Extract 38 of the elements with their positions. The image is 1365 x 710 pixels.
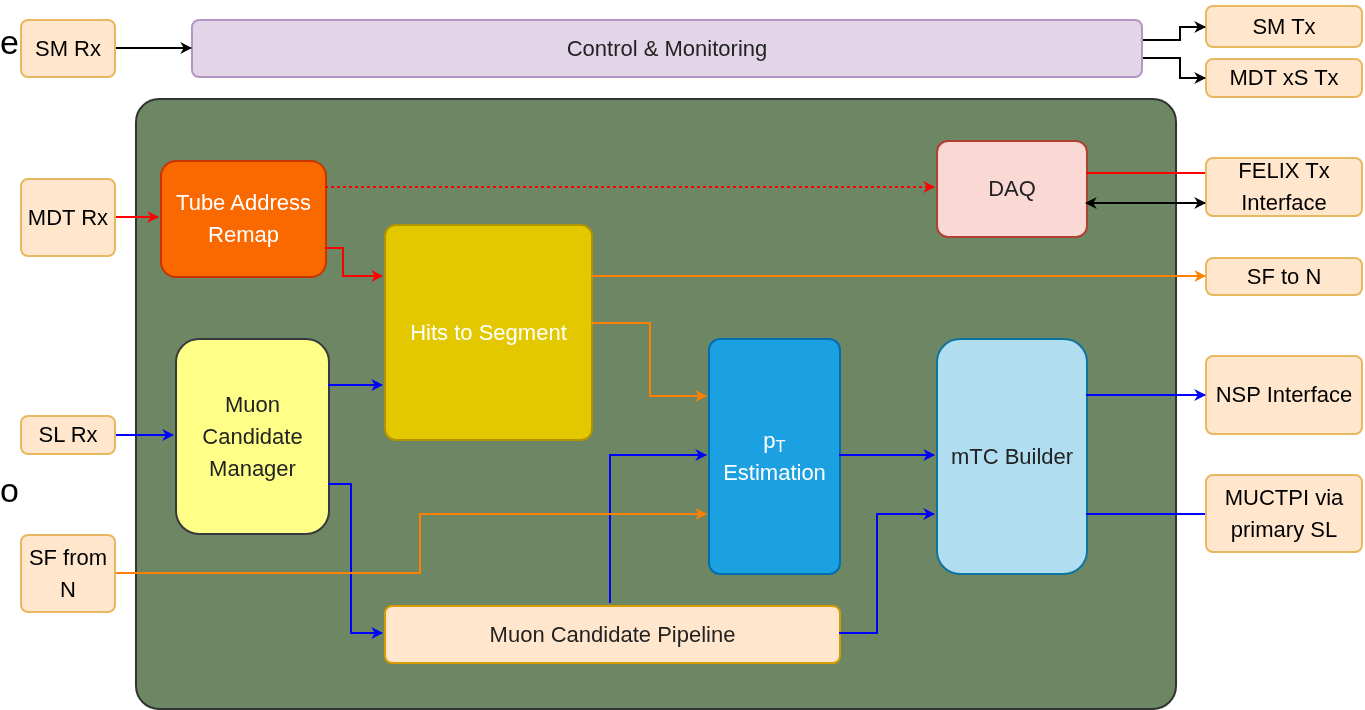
io-box: SF from N: [20, 534, 116, 613]
arrow: [115, 508, 708, 574]
process-box: mTC Builder: [936, 338, 1088, 575]
process-box: p$_{T}$ Estimation: [708, 338, 841, 575]
text-fragment: e: [0, 22, 19, 62]
arrow: [590, 322, 708, 402]
io-box: FELIX Tx Interface: [1205, 157, 1363, 217]
arrow: [590, 270, 1207, 282]
io-box: SL Rx: [20, 415, 116, 455]
text-fragment: o: [0, 470, 19, 510]
arrow: [115, 211, 160, 223]
arrow: [609, 449, 708, 604]
arrow: [1085, 389, 1207, 401]
arrow: [115, 42, 193, 54]
module-panel: [135, 98, 1177, 710]
arrow: [838, 449, 936, 461]
io-box: SM Tx: [1205, 5, 1363, 48]
io-box: MDT xS Tx: [1205, 58, 1363, 98]
arrow: [327, 379, 384, 391]
arrow: [115, 429, 175, 441]
process-box: Control & Monitoring: [191, 19, 1143, 78]
io-box: NSP Interface: [1205, 355, 1363, 435]
arrow: [838, 508, 936, 634]
arrow: [1084, 197, 1207, 209]
io-box: MUCTPI via primary SL: [1205, 474, 1363, 553]
io-box: MDT Rx: [20, 178, 116, 257]
arrow: [324, 181, 936, 193]
process-box: Tube Address Remap: [160, 160, 327, 278]
process-box: Hits to Segment: [384, 224, 593, 441]
process-box: Muon Candidate Pipeline: [384, 605, 841, 664]
io-box: SF to N: [1205, 257, 1363, 296]
process-box: Muon Candidate Manager: [175, 338, 330, 535]
arrow: [324, 247, 384, 282]
arrow: [1142, 57, 1207, 84]
io-box: SM Rx: [20, 19, 116, 78]
process-box: DAQ: [936, 140, 1088, 238]
arrow: [327, 483, 384, 639]
arrow: [1142, 21, 1207, 41]
